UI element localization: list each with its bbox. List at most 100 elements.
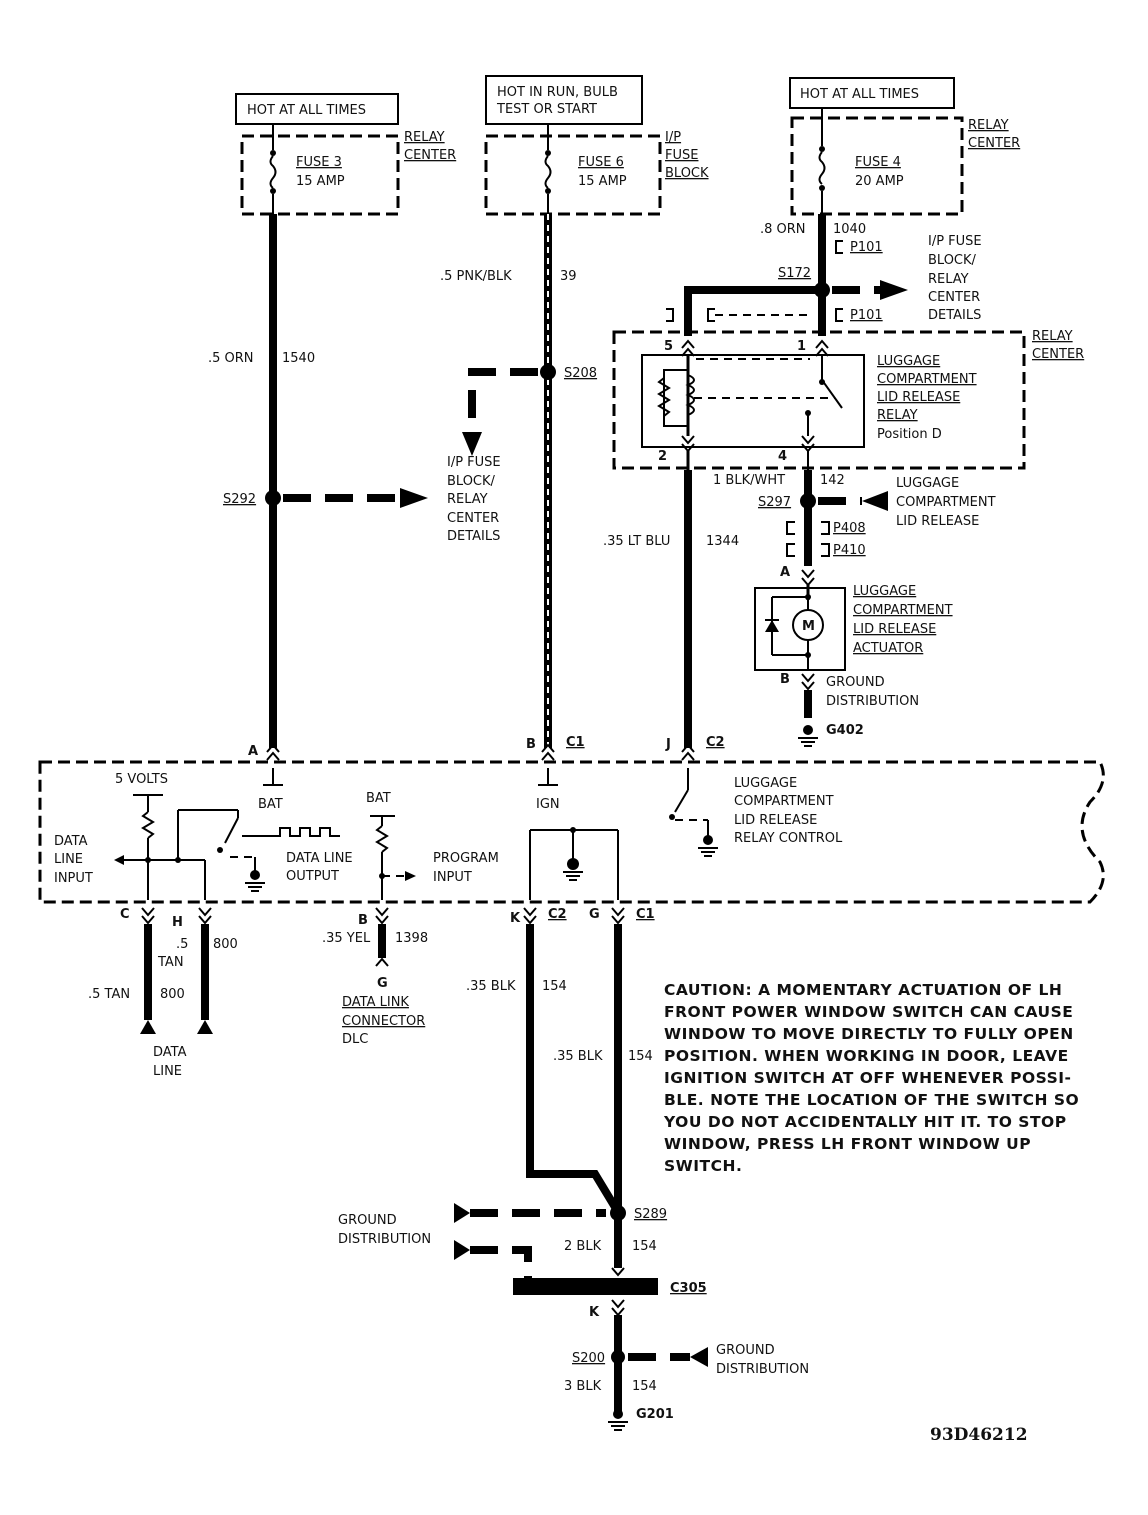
svg-text:LUGGAGE: LUGGAGE — [853, 584, 916, 599]
svg-text:BAT: BAT — [258, 797, 283, 812]
svg-text:DATA LINE: DATA LINE — [286, 851, 353, 866]
caution-note: CAUTION: A MOMENTARY ACTUATION OF LH FRO… — [663, 981, 1079, 1175]
svg-text:OUTPUT: OUTPUT — [286, 869, 339, 884]
svg-text:.35 LT BLU: .35 LT BLU — [603, 534, 670, 549]
ip-details-text: I/P FUSE BLOCK/ RELAY CENTER DETAILS — [447, 455, 501, 544]
svg-text:H: H — [172, 915, 183, 930]
svg-text:DISTRIBUTION: DISTRIBUTION — [716, 1362, 809, 1377]
svg-text:.5 TAN: .5 TAN — [88, 987, 130, 1002]
svg-text:IGN: IGN — [536, 797, 560, 812]
data-link-connector: .35 YEL 1398 G DATA LINK CONNECTOR DLC — [322, 924, 428, 1047]
svg-text:YOU DO NOT ACCIDENTALLY HIT IT: YOU DO NOT ACCIDENTALLY HIT IT. TO STOP — [663, 1113, 1067, 1131]
svg-text:RELAY: RELAY — [877, 408, 918, 423]
svg-text:800: 800 — [160, 987, 185, 1002]
svg-text:DLC: DLC — [342, 1032, 368, 1047]
svg-text:C305: C305 — [670, 1281, 707, 1296]
svg-text:K: K — [589, 1305, 600, 1320]
svg-text:142: 142 — [820, 473, 845, 488]
svg-text:C1: C1 — [636, 907, 655, 922]
svg-text:LUGGAGE: LUGGAGE — [896, 476, 959, 491]
svg-text:P101: P101 — [850, 308, 883, 323]
svg-text:.35 BLK: .35 BLK — [553, 1049, 603, 1064]
arrow-left-icon — [862, 491, 888, 511]
power-source-1: HOT AT ALL TIMES RELAY CENTER FUSE 3 15 … — [208, 93, 456, 748]
svg-text:.5 ORN: .5 ORN — [208, 351, 254, 366]
svg-text:B: B — [358, 913, 368, 928]
svg-text:S208: S208 — [564, 366, 597, 381]
svg-text:HOT AT ALL TIMES: HOT AT ALL TIMES — [800, 87, 919, 102]
svg-text:FUSE: FUSE — [665, 148, 698, 163]
lid-release-relay: RELAY CENTER LUGGAGE COMPARTMENT LID REL… — [612, 329, 1084, 470]
svg-text:FRONT POWER WINDOW SWITCH CAN: FRONT POWER WINDOW SWITCH CAN CAUSE — [664, 1003, 1073, 1021]
svg-text:BAT: BAT — [366, 791, 391, 806]
svg-text:A: A — [248, 744, 258, 759]
svg-text:CENTER: CENTER — [1032, 347, 1084, 362]
svg-text:DATA: DATA — [153, 1045, 187, 1060]
power-source-2: HOT IN RUN, BULB TEST OR START I/P FUSE … — [440, 75, 709, 748]
svg-text:5: 5 — [664, 339, 673, 354]
svg-text:P410: P410 — [833, 543, 866, 558]
svg-text:1398: 1398 — [395, 931, 428, 946]
actuator-housing — [754, 587, 846, 671]
svg-text:TEST OR START: TEST OR START — [496, 102, 597, 117]
svg-text:800: 800 — [213, 937, 238, 952]
svg-text:.35 YEL: .35 YEL — [322, 931, 371, 946]
arrow-right-icon — [880, 280, 908, 300]
svg-text:RELAY: RELAY — [447, 492, 488, 507]
svg-text:1 BLK/WHT: 1 BLK/WHT — [713, 473, 785, 488]
hot-label-box — [485, 75, 643, 125]
svg-text:B: B — [780, 672, 790, 687]
arrow-right-icon — [405, 871, 416, 881]
ground-g201: G201 — [636, 1407, 674, 1422]
connector-c305 — [513, 1278, 658, 1295]
svg-text:PROGRAM: PROGRAM — [433, 851, 499, 866]
svg-text:154: 154 — [628, 1049, 653, 1064]
ground-circuit: .35 BLK 154 .35 BLK 154 S289 GROUND DIST… — [338, 924, 809, 1431]
svg-text:2: 2 — [658, 449, 667, 464]
relay-housing — [641, 354, 865, 448]
svg-text:WINDOW, PRESS LH FRONT WINDOW: WINDOW, PRESS LH FRONT WINDOW UP — [664, 1135, 1031, 1153]
svg-text:I/P: I/P — [665, 130, 681, 145]
svg-text:BLE. NOTE THE LOCATION OF THE: BLE. NOTE THE LOCATION OF THE SWITCH SO — [664, 1091, 1079, 1109]
svg-text:DISTRIBUTION: DISTRIBUTION — [338, 1232, 431, 1247]
svg-text:DATA: DATA — [54, 834, 88, 849]
splice-s292 — [265, 490, 281, 506]
svg-text:DISTRIBUTION: DISTRIBUTION — [826, 694, 919, 709]
svg-text:RELAY: RELAY — [1032, 329, 1073, 344]
svg-text:DATA LINK: DATA LINK — [342, 995, 409, 1010]
svg-text:RELAY CONTROL: RELAY CONTROL — [734, 831, 843, 846]
svg-text:IGNITION SWITCH AT OFF WHENEVE: IGNITION SWITCH AT OFF WHENEVER POSSI- — [664, 1069, 1071, 1087]
svg-text:1: 1 — [797, 339, 806, 354]
svg-text:15 AMP: 15 AMP — [578, 174, 627, 189]
svg-text:COMPARTMENT: COMPARTMENT — [853, 603, 953, 618]
relay-center-box — [240, 134, 400, 216]
svg-text:20 AMP: 20 AMP — [855, 174, 904, 189]
diagram-code: 93D46212 — [930, 1425, 1028, 1445]
svg-text:POSITION. WHEN WORKING IN DOOR: POSITION. WHEN WORKING IN DOOR, LEAVE — [664, 1047, 1069, 1065]
svg-text:S292: S292 — [223, 492, 256, 507]
svg-text:INPUT: INPUT — [54, 871, 93, 886]
svg-text:I/P FUSE: I/P FUSE — [447, 455, 501, 470]
svg-text:154: 154 — [542, 979, 567, 994]
ip-details-text-2: I/P FUSE BLOCK/ RELAY CENTER DETAILS — [928, 234, 982, 323]
svg-text:I/P FUSE: I/P FUSE — [928, 234, 982, 249]
svg-text:WINDOW TO MOVE DIRECTLY TO FUL: WINDOW TO MOVE DIRECTLY TO FULLY OPEN — [664, 1025, 1074, 1043]
svg-text:LID RELEASE: LID RELEASE — [734, 813, 817, 828]
splice-s208 — [540, 364, 556, 380]
svg-text:J: J — [665, 737, 671, 752]
svg-text:G: G — [377, 976, 388, 991]
svg-text:C2: C2 — [706, 735, 725, 750]
svg-text:1540: 1540 — [282, 351, 315, 366]
svg-text:.8 ORN: .8 ORN — [760, 222, 806, 237]
power-source-3: HOT AT ALL TIMES RELAY CENTER FUSE 4 20 … — [666, 77, 1020, 336]
svg-text:BLOCK: BLOCK — [665, 166, 709, 181]
diode-icon — [765, 620, 779, 632]
ground-g402: G402 — [826, 723, 864, 738]
pulse-waveform-icon — [242, 827, 340, 837]
svg-text:TAN: TAN — [157, 955, 184, 970]
module-box — [38, 760, 1105, 904]
relay-center-box — [790, 116, 964, 216]
data-line-wires: .5 TAN 800 .5 TAN 800 DATA LINE — [88, 924, 238, 1079]
svg-text:LUGGAGE: LUGGAGE — [734, 776, 797, 791]
